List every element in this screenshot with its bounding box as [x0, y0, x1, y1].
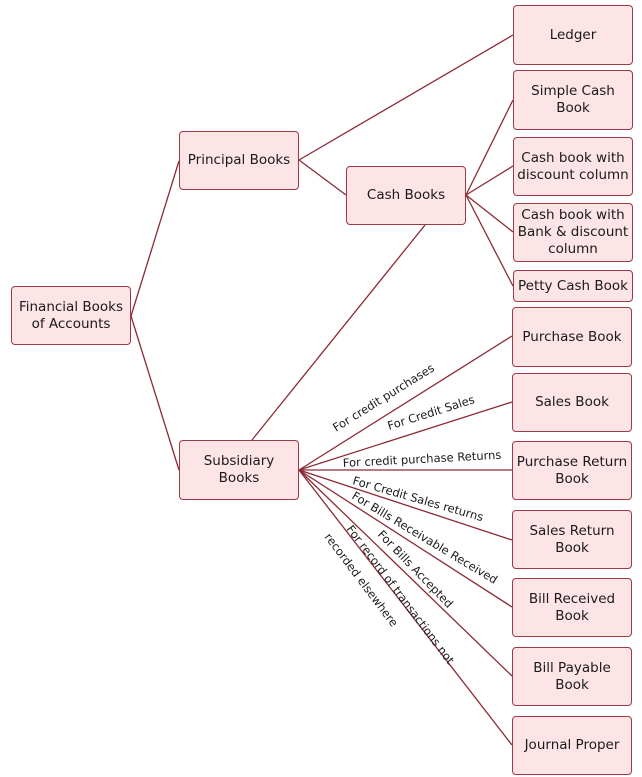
- node-bill-payable-book: Bill Payable Book: [512, 647, 632, 706]
- node-cash-books: Cash Books: [346, 166, 466, 225]
- node-sales-book: Sales Book: [512, 373, 632, 432]
- node-petty-cash-book: Petty Cash Book: [513, 270, 633, 302]
- node-ledger: Ledger: [513, 5, 633, 65]
- node-sales-return-book: Sales Return Book: [512, 510, 632, 569]
- node-journal-proper: Journal Proper: [512, 716, 632, 775]
- node-purchase-book: Purchase Book: [512, 307, 632, 367]
- node-principal-books: Principal Books: [179, 131, 299, 190]
- edge-label-credit-sales: For Credit Sales: [386, 392, 477, 433]
- node-subsidiary-books: Subsidiary Books: [179, 440, 299, 500]
- edge-label-credit-purchases: For credit purchases: [330, 361, 437, 435]
- node-cash-book-discount-column: Cash book with discount column: [513, 137, 633, 196]
- node-bill-received-book: Bill Received Book: [512, 578, 632, 637]
- node-purchase-return-book: Purchase Return Book: [512, 441, 632, 500]
- edge-label-credit-purchase-returns: For credit purchase Returns: [342, 448, 501, 470]
- node-cash-book-bank-discount-column: Cash book with Bank & discount column: [513, 203, 633, 262]
- node-simple-cash-book: Simple Cash Book: [513, 70, 633, 130]
- node-financial-books-of-accounts: Financial Books of Accounts: [11, 286, 131, 345]
